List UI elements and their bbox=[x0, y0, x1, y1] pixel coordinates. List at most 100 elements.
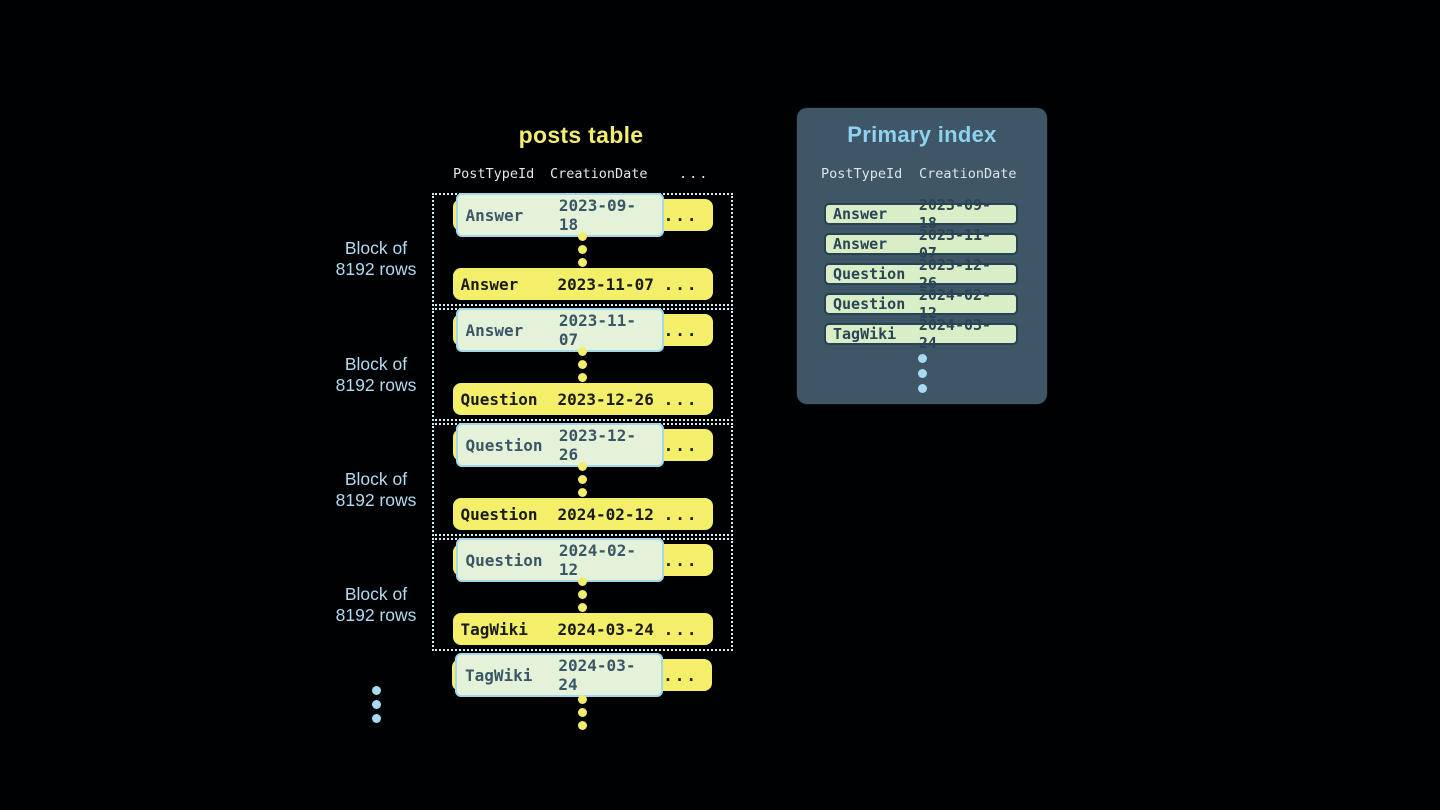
row-more-cells: ... bbox=[663, 389, 699, 409]
block-4: Question 2024-02-12 ... TagWiki 2024-03-… bbox=[432, 538, 733, 651]
table-row: Question 2023-12-26 ... bbox=[452, 423, 713, 467]
dot-icon bbox=[578, 577, 587, 586]
cell-creationdate: 2024-02-12 bbox=[918, 286, 992, 322]
row-more-cells: ... bbox=[663, 550, 699, 570]
cell-creationdate: 2024-03-24 bbox=[557, 619, 654, 639]
cell-posttypeid: Question bbox=[833, 265, 906, 283]
dot-icon bbox=[578, 708, 587, 717]
ellipsis-dots-icon bbox=[578, 232, 587, 267]
indexed-entry-highlight: Answer 2023-11-07 bbox=[455, 308, 664, 352]
posts-header-more-columns: ... bbox=[679, 166, 710, 182]
indexed-entry-highlight: TagWiki 2024-03-24 bbox=[455, 653, 664, 697]
cell-posttypeid: Answer bbox=[465, 205, 524, 225]
cell-posttypeid: Question bbox=[465, 550, 543, 570]
index-header-posttypeid: PostTypeId bbox=[821, 166, 903, 182]
dot-icon bbox=[917, 354, 927, 363]
dot-icon bbox=[371, 686, 381, 695]
cell-posttypeid: Question bbox=[460, 504, 538, 524]
ellipsis-dots-icon bbox=[578, 462, 587, 497]
block-label-2: Block of 8192 rows bbox=[276, 354, 476, 396]
cell-posttypeid: Question bbox=[460, 389, 538, 409]
cell-creationdate: 2023-12-26 bbox=[558, 426, 636, 464]
dot-icon bbox=[578, 360, 587, 369]
cell-posttypeid: TagWiki bbox=[460, 619, 528, 639]
table-row: TagWiki 2024-03-24 ... bbox=[452, 613, 713, 645]
cell-creationdate: 2024-02-12 bbox=[557, 504, 654, 524]
index-entry: Question 2024-02-12 bbox=[824, 286, 1018, 322]
dot-icon bbox=[578, 475, 587, 484]
posts-header-posttypeid: PostTypeId bbox=[453, 166, 535, 182]
dot-icon bbox=[917, 369, 927, 378]
dot-icon bbox=[578, 603, 587, 612]
dot-icon bbox=[578, 488, 587, 497]
cell-creationdate: 2023-11-07 bbox=[918, 226, 992, 262]
cell-posttypeid: TagWiki bbox=[833, 325, 897, 343]
cell-posttypeid: Answer bbox=[833, 235, 888, 253]
row-more-cells: ... bbox=[663, 205, 699, 225]
block-3: Question 2023-12-26 ... Question 2024-02… bbox=[432, 423, 733, 536]
ellipsis-dots-icon bbox=[578, 695, 587, 730]
row-more-cells: ... bbox=[663, 665, 698, 685]
posts-table-blocks: Answer 2023-09-18 ... Answer 2023-11-07 … bbox=[432, 193, 733, 653]
cell-posttypeid: TagWiki bbox=[465, 665, 533, 685]
table-row: Question 2024-02-12 ... bbox=[452, 538, 713, 582]
table-row: Answer 2023-09-18 ... bbox=[452, 193, 713, 237]
block-label-line2: 8192 rows bbox=[335, 259, 417, 279]
cell-creationdate: 2024-02-12 bbox=[558, 541, 636, 579]
block-2: Answer 2023-11-07 ... Question 2023-12-2… bbox=[432, 308, 733, 421]
indexed-entry-highlight: Answer 2023-09-18 bbox=[455, 193, 664, 237]
index-entry: Question 2023-12-26 bbox=[824, 256, 1018, 292]
ellipsis-dots-icon bbox=[371, 686, 381, 723]
cell-posttypeid: Answer bbox=[465, 320, 524, 340]
cell-posttypeid: Question bbox=[465, 435, 543, 455]
block-1: Answer 2023-09-18 ... Answer 2023-11-07 … bbox=[432, 193, 733, 306]
block-label-3: Block of 8192 rows bbox=[276, 469, 476, 511]
ellipsis-dots-icon bbox=[578, 577, 587, 612]
block-label-line2: 8192 rows bbox=[335, 605, 417, 625]
row-more-cells: ... bbox=[663, 274, 699, 294]
posts-header-creationdate: CreationDate bbox=[550, 166, 648, 182]
dot-icon bbox=[578, 695, 587, 704]
cell-creationdate: 2023-09-18 bbox=[918, 196, 992, 232]
dot-icon bbox=[578, 462, 587, 471]
row-more-cells: ... bbox=[663, 435, 699, 455]
row-more-cells: ... bbox=[663, 320, 699, 340]
more-index-entries-dots bbox=[797, 354, 1047, 393]
posts-table-title: posts table bbox=[518, 122, 644, 148]
cell-posttypeid: Answer bbox=[460, 274, 519, 294]
index-header-creationdate: CreationDate bbox=[919, 166, 1017, 182]
primary-index-rows: Answer 2023-09-18 Answer 2023-11-07 Ques… bbox=[824, 196, 1018, 353]
more-blocks-dots bbox=[276, 686, 476, 723]
cell-creationdate: 2023-11-07 bbox=[558, 311, 636, 349]
cell-creationdate: 2023-11-07 bbox=[557, 274, 654, 294]
ellipsis-dots-icon bbox=[578, 347, 587, 382]
table-row: Answer 2023-11-07 ... bbox=[452, 268, 713, 300]
cell-creationdate: 2023-09-18 bbox=[558, 196, 636, 234]
index-entry: Answer 2023-09-18 bbox=[824, 196, 1018, 232]
index-entry: TagWiki 2024-03-24 bbox=[824, 316, 1018, 352]
block-label-line2: 8192 rows bbox=[335, 490, 417, 510]
dot-icon bbox=[578, 258, 587, 267]
primary-index-panel: Primary index PostTypeId CreationDate An… bbox=[797, 108, 1047, 404]
index-entry: Answer 2023-11-07 bbox=[824, 226, 1018, 262]
dot-icon bbox=[578, 590, 587, 599]
table-row: TagWiki 2024-03-24 ... bbox=[452, 653, 712, 697]
block-label-1: Block of 8192 rows bbox=[276, 238, 476, 280]
primary-index-title: Primary index bbox=[847, 122, 997, 147]
dot-icon bbox=[578, 232, 587, 241]
block-label-line2: 8192 rows bbox=[335, 375, 417, 395]
indexed-entry-highlight: Question 2024-02-12 bbox=[455, 538, 664, 582]
cell-creationdate: 2024-03-24 bbox=[918, 316, 992, 352]
table-row: Question 2024-02-12 ... bbox=[452, 498, 713, 530]
row-more-cells: ... bbox=[663, 504, 699, 524]
more-rows-dots bbox=[432, 695, 733, 730]
dot-icon bbox=[371, 714, 381, 723]
dot-icon bbox=[917, 384, 927, 393]
block-label-line1: Block of bbox=[344, 238, 408, 258]
block-label-line1: Block of bbox=[344, 354, 408, 374]
dot-icon bbox=[578, 373, 587, 382]
cell-creationdate: 2023-12-26 bbox=[557, 389, 654, 409]
indexed-entry-highlight: Question 2023-12-26 bbox=[455, 423, 664, 467]
block-label-line1: Block of bbox=[344, 584, 408, 604]
